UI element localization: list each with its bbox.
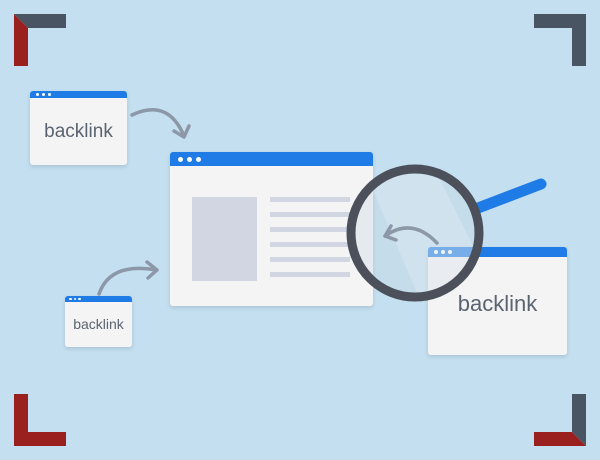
text-line-placeholder [270, 197, 350, 202]
text-line-placeholder [270, 272, 350, 277]
corner-bracket-top-right [534, 14, 586, 66]
backlink-window-right: backlink [428, 247, 567, 355]
backlink-label: backlink [73, 316, 124, 332]
window-titlebar [428, 247, 567, 257]
image-placeholder [192, 197, 257, 281]
arrow-icon [130, 108, 191, 139]
window-dot [187, 156, 192, 162]
window-dot [448, 250, 452, 254]
window-titlebar [30, 91, 127, 98]
main-page-window [170, 152, 373, 306]
text-line-placeholder [270, 242, 350, 247]
backlink-label: backlink [457, 291, 538, 316]
window-titlebar [65, 296, 132, 302]
corner-bracket-top-left [14, 14, 66, 66]
window-dot [36, 93, 39, 96]
window-dot [441, 250, 445, 254]
text-line-placeholder [270, 212, 350, 217]
text-line-placeholder [270, 227, 350, 232]
backlink-window-small: backlink [65, 296, 132, 347]
window-titlebar [170, 152, 373, 166]
window-dot [78, 297, 81, 301]
window-dot [196, 156, 201, 162]
text-line-placeholder [270, 257, 350, 262]
window-dot [434, 250, 438, 254]
corner-bracket-bottom-left [14, 394, 66, 446]
window-dot [69, 297, 72, 301]
window-dot [42, 93, 45, 96]
window-dot [73, 297, 76, 301]
window-dot [48, 93, 51, 96]
window-dot [178, 156, 183, 162]
corner-bracket-bottom-right [534, 394, 586, 446]
arrow-icon [97, 260, 159, 296]
arrow-icon [383, 224, 439, 245]
backlink-label: backlink [44, 121, 113, 142]
backlink-window-top: backlink [30, 91, 127, 165]
